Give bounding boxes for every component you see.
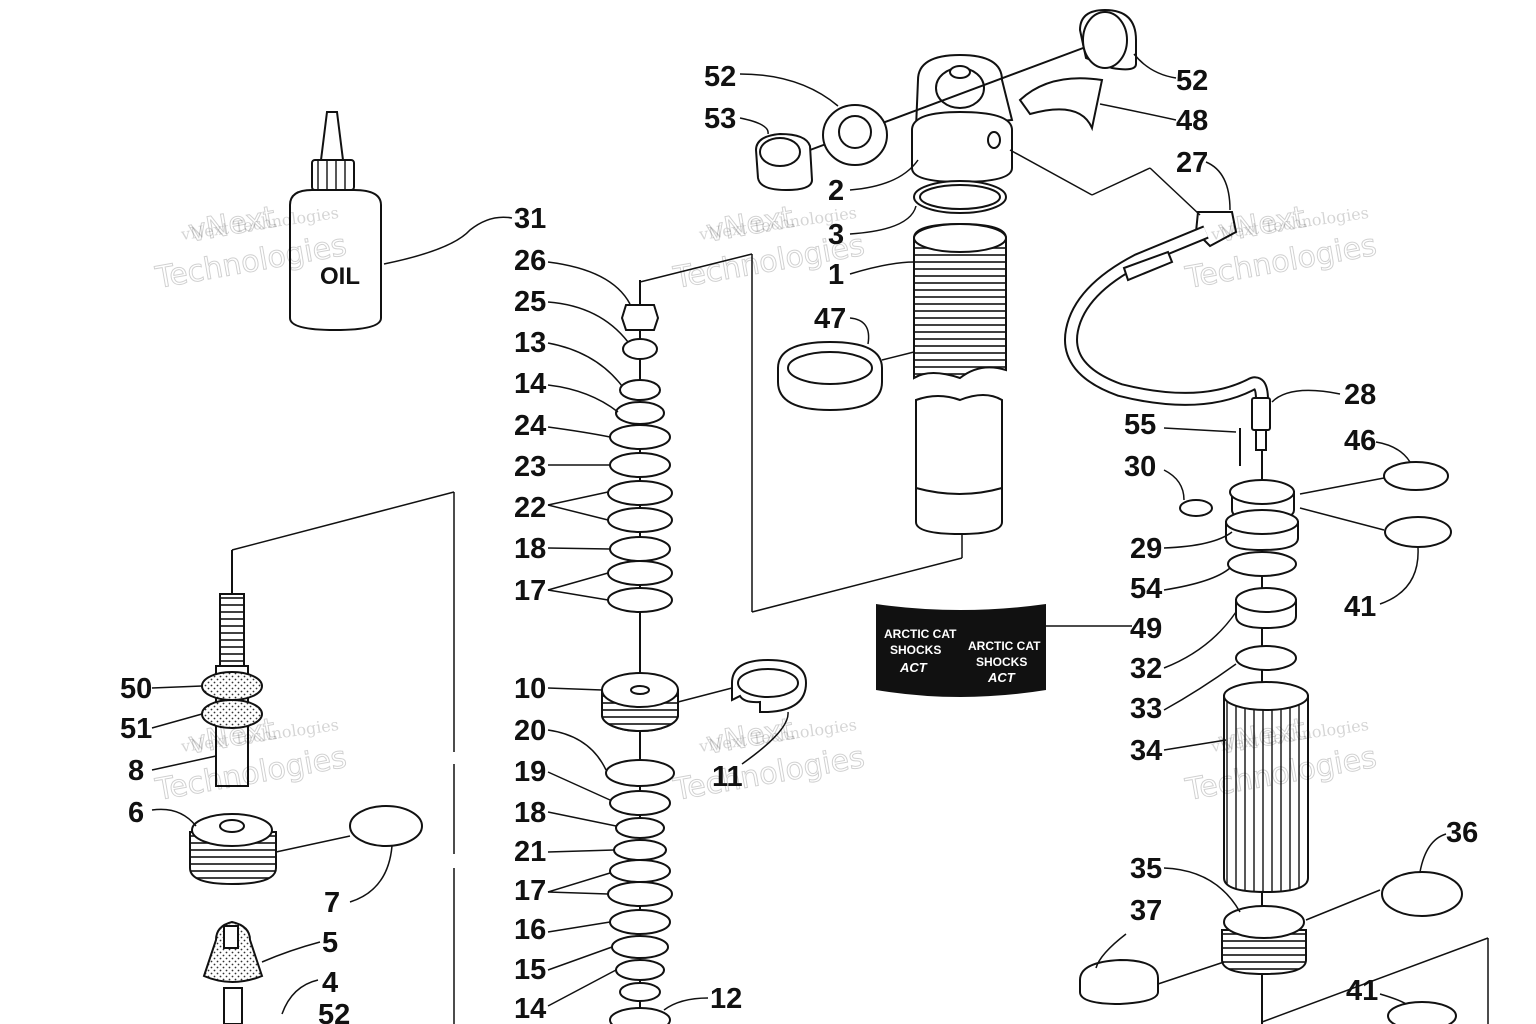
callout-15: 15 <box>514 954 546 986</box>
callout-28: 28 <box>1344 379 1376 411</box>
oil-label: OIL <box>320 263 360 290</box>
callout-19: 19 <box>514 756 546 788</box>
callout-32: 32 <box>1130 653 1162 685</box>
shock-body <box>754 8 1238 536</box>
callout-21: 21 <box>514 836 546 868</box>
shaft-assembly <box>189 550 423 1024</box>
callout-35: 35 <box>1130 853 1162 885</box>
callout-14-upper: 14 <box>514 368 546 400</box>
callout-34: 34 <box>1130 735 1162 767</box>
decal-brand-left: ARCTIC CAT <box>884 627 957 641</box>
reservoir-hose <box>1064 225 1271 451</box>
callout-51: 51 <box>120 713 152 745</box>
leader-lines <box>151 53 1447 1015</box>
callout-24: 24 <box>514 410 546 442</box>
callout-36: 36 <box>1446 817 1478 849</box>
callout-14-lower: 14 <box>514 993 546 1024</box>
callout-50: 50 <box>120 673 152 705</box>
callout-52-right: 52 <box>1176 65 1208 97</box>
shim-stack-upper <box>607 379 673 613</box>
decal-brand-right: ARCTIC CAT <box>968 639 1041 653</box>
callout-41-lower: 41 <box>1346 975 1378 1007</box>
callout-27: 27 <box>1176 147 1208 179</box>
callout-30: 30 <box>1124 451 1156 483</box>
callout-10: 10 <box>514 673 546 705</box>
callout-6: 6 <box>128 797 144 829</box>
callout-22: 22 <box>514 492 546 524</box>
callout-55: 55 <box>1124 409 1156 441</box>
callout-53: 53 <box>704 103 736 135</box>
callout-31: 31 <box>514 203 546 235</box>
callout-12: 12 <box>710 983 742 1015</box>
callout-33: 33 <box>1130 693 1162 725</box>
callout-37: 37 <box>1130 895 1162 927</box>
decal-sub-left: SHOCKS <box>890 643 941 657</box>
callout-2: 2 <box>828 175 844 207</box>
callout-46: 46 <box>1344 425 1376 457</box>
callout-16: 16 <box>514 914 546 946</box>
callout-20: 20 <box>514 715 546 747</box>
callout-3: 3 <box>828 219 844 251</box>
valve-stack <box>601 280 808 1024</box>
callout-26: 26 <box>514 245 546 277</box>
callout-48: 48 <box>1176 105 1208 137</box>
callout-52-left: 52 <box>704 61 736 93</box>
decal-sub-right: SHOCKS <box>976 655 1027 669</box>
callout-5: 5 <box>322 927 338 959</box>
callout-4: 4 <box>322 967 338 999</box>
callout-13: 13 <box>514 327 546 359</box>
callout-54: 54 <box>1130 573 1162 605</box>
callout-17-lower: 17 <box>514 875 546 907</box>
callout-8: 8 <box>128 755 144 787</box>
callout-25: 25 <box>514 286 546 318</box>
callout-52-bottom: 52 <box>318 999 350 1024</box>
callout-18-upper: 18 <box>514 533 546 565</box>
callout-17-upper: 17 <box>514 575 546 607</box>
assembly-lines <box>231 253 1489 1024</box>
oil-bottle: OIL <box>289 111 382 332</box>
callout-47: 47 <box>814 303 846 335</box>
callout-29: 29 <box>1130 533 1162 565</box>
callout-49: 49 <box>1130 613 1162 645</box>
callout-7: 7 <box>324 887 340 919</box>
decal-logo-right: ACT <box>987 670 1016 685</box>
decal-sticker: ARCTIC CAT SHOCKS ACT ARCTIC CAT SHOCKS … <box>876 604 1046 697</box>
callout-18-lower: 18 <box>514 797 546 829</box>
callout-1: 1 <box>828 259 844 291</box>
callout-labels: 31 26 25 13 14 24 23 22 18 17 10 20 19 1… <box>120 61 1478 1024</box>
watermarks: vNext Technologies vNext Technologies vN… <box>152 199 1380 808</box>
shim-stack-lower <box>605 759 675 1024</box>
callout-41-upper: 41 <box>1344 591 1376 623</box>
reservoir <box>1079 428 1463 1024</box>
callout-11: 11 <box>712 761 743 793</box>
callout-23: 23 <box>514 451 546 483</box>
decal-logo-left: ACT <box>899 660 928 675</box>
